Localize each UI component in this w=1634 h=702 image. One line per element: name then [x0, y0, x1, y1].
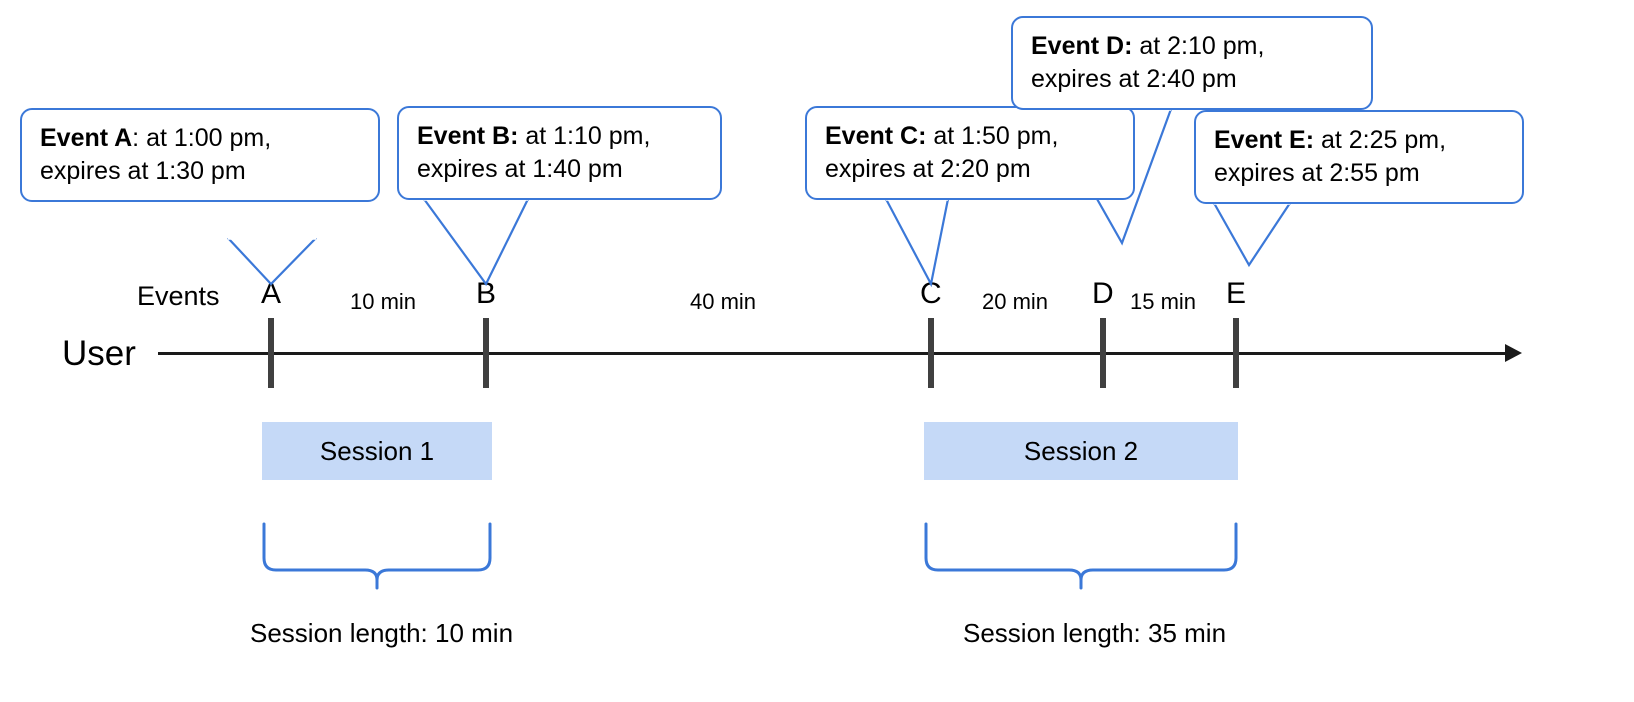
- callout-b-rest: at 1:10 pm,: [525, 122, 651, 150]
- callout-b-line2: expires at 1:40 pm: [417, 155, 623, 183]
- tick-mark-a: [268, 318, 274, 388]
- callout-b-strong: Event B:: [417, 122, 519, 150]
- callout-a-sep: :: [132, 124, 147, 152]
- callout-event-e: Event E: at 2:25 pm, expires at 2:55 pm: [1194, 110, 1524, 204]
- gap-label-c-d: 20 min: [982, 289, 1049, 314]
- callout-e-strong: Event E:: [1214, 126, 1315, 154]
- gap-label-d-e: 15 min: [1130, 289, 1197, 314]
- callout-d-rest: at 2:10 pm,: [1139, 32, 1265, 60]
- gap-label-a-b: 10 min: [350, 289, 417, 314]
- callout-a-strong: Event A: [40, 124, 133, 152]
- callout-e-rest: at 2:25 pm,: [1320, 126, 1447, 154]
- callout-event-c: Event C: at 1:50 pm, expires at 2:20 pm: [805, 106, 1135, 200]
- callout-event-d: Event D: at 2:10 pm, expires at 2:40 pm: [1011, 16, 1373, 110]
- session-2-length-label: Session length: 35 min: [963, 618, 1227, 648]
- callout-d-line2: expires at 2:40 pm: [1031, 65, 1237, 93]
- callout-a-line2: expires at 1:30 pm: [40, 157, 246, 185]
- tick-mark-c: [928, 318, 934, 388]
- session-2-brace: [924, 522, 1238, 590]
- callout-e-line1: Event E: at 2:25 pm,: [1214, 124, 1506, 157]
- session-bar-1-label: Session 1: [319, 435, 435, 466]
- tick-mark-d: [1100, 318, 1106, 388]
- callout-e-sep: [1314, 126, 1321, 154]
- marker-label-d: D: [1092, 277, 1114, 310]
- tick-mark-e: [1233, 318, 1239, 388]
- timeline-axis: [158, 352, 1518, 356]
- callout-event-a: Event A: at 1:00 pm, expires at 1:30 pm: [20, 108, 380, 202]
- callout-c-line2: expires at 2:20 pm: [825, 155, 1031, 183]
- session-bar-2: Session 2: [924, 422, 1238, 480]
- callout-a-rest: at 1:00 pm,: [146, 124, 272, 152]
- session-1-brace: [262, 522, 492, 590]
- marker-label-e: E: [1226, 277, 1247, 310]
- gap-label-b-c: 40 min: [690, 289, 757, 314]
- callout-d-strong: Event D:: [1031, 32, 1133, 60]
- callout-c-rest: at 1:50 pm,: [933, 122, 1059, 150]
- callout-c-line1: Event C: at 1:50 pm,: [825, 120, 1117, 153]
- tick-mark-b: [483, 318, 489, 388]
- session-bar-1: Session 1: [262, 422, 492, 480]
- marker-label-c: C: [920, 277, 942, 310]
- timeline-axis-arrow-icon: [1505, 344, 1522, 362]
- user-row-label: User: [62, 334, 136, 373]
- callout-b-line1: Event B: at 1:10 pm,: [417, 120, 704, 153]
- callout-event-b: Event B: at 1:10 pm, expires at 1:40 pm: [397, 106, 722, 200]
- session-bar-2-label: Session 2: [1023, 435, 1139, 466]
- marker-label-a: A: [261, 277, 282, 310]
- callout-d-line1: Event D: at 2:10 pm,: [1031, 30, 1355, 63]
- marker-label-b: B: [476, 277, 497, 310]
- session-1-length-label: Session length: 10 min: [250, 618, 514, 648]
- callout-e-line2: expires at 2:55 pm: [1214, 159, 1420, 187]
- events-row-label: Events: [137, 281, 220, 311]
- callout-a-line1: Event A: at 1:00 pm,: [40, 122, 362, 155]
- callout-c-strong: Event C:: [825, 122, 927, 150]
